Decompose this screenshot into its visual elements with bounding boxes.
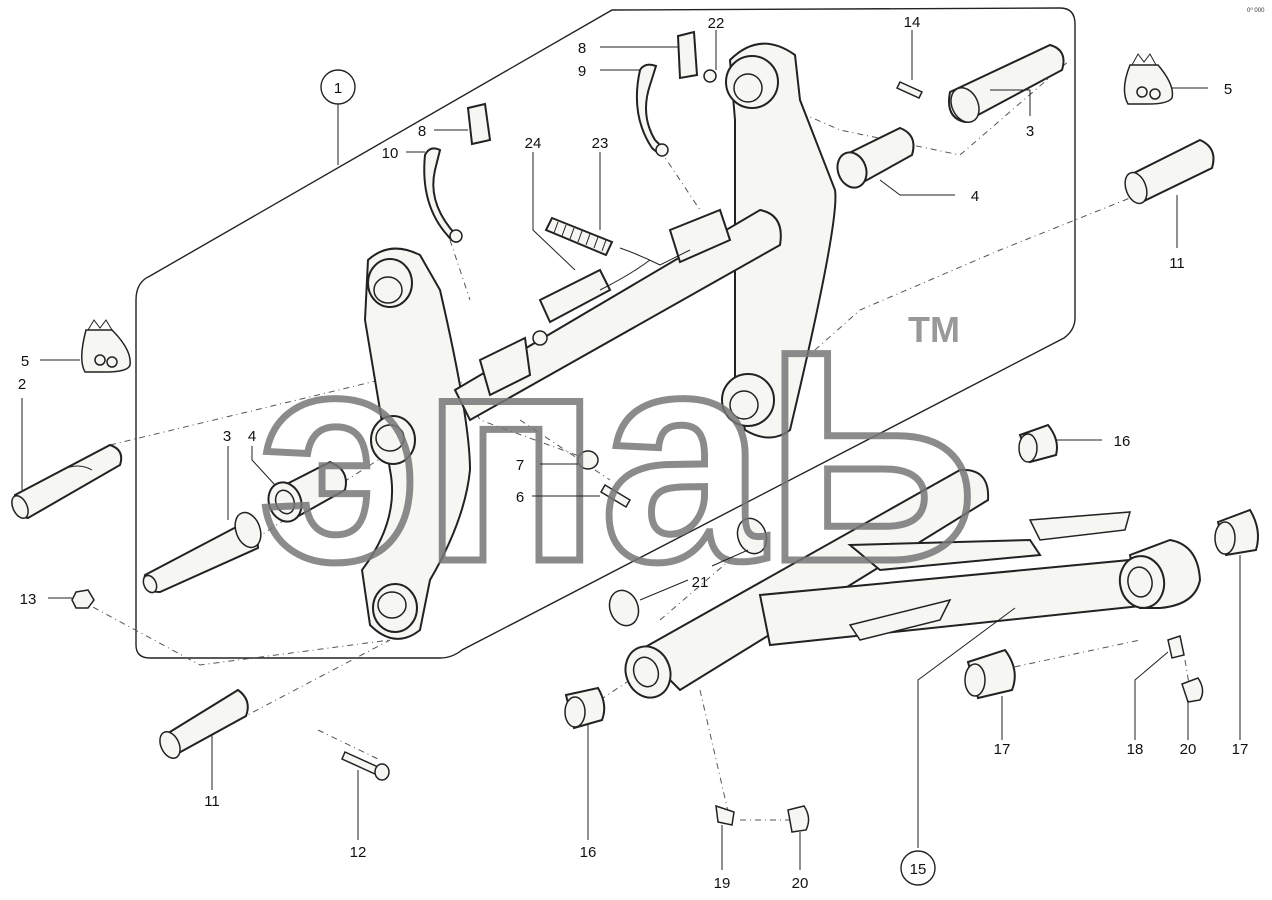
link-plate-right [721, 42, 837, 439]
callout-6: 6 [516, 489, 524, 506]
callout-14: 14 [904, 14, 921, 31]
nut-part-13 [71, 589, 95, 609]
callout-5-left: 5 [21, 353, 29, 370]
callout-24: 24 [525, 135, 542, 152]
callout-20-right: 20 [1180, 741, 1197, 758]
pin-part-3-right [948, 43, 1065, 124]
bushing-part-17-left [964, 648, 1016, 700]
callout-3-right: 3 [1026, 123, 1034, 140]
bushing-part-16-lower [564, 686, 606, 730]
callout-23: 23 [592, 135, 609, 152]
callout-1: 1 [334, 80, 342, 97]
fitting-part-8-left [466, 102, 492, 146]
sleeve-part-11-left [159, 688, 249, 759]
grease-nipple-part-18 [1167, 635, 1185, 659]
bolt-part-12 [341, 751, 390, 781]
callout-15: 15 [910, 861, 927, 878]
parts-bag-icon-left [81, 319, 131, 373]
callout-20-lower: 20 [792, 875, 809, 892]
ring-part-21-upper [736, 517, 768, 555]
grease-nipple-part-19 [715, 804, 735, 826]
callout-16-upper: 16 [1114, 433, 1131, 450]
watermark-text: эпаЬ [258, 288, 978, 624]
watermark: эпаЬ TM [255, 285, 982, 628]
bushing-part-4-left [267, 460, 347, 523]
pin-part-3-left [142, 511, 262, 594]
callout-10: 10 [382, 145, 399, 162]
bushing-part-7 [577, 450, 599, 470]
callout-3-left: 3 [223, 428, 231, 445]
callout-8-right: 8 [578, 40, 586, 57]
callout-5-right: 5 [1224, 81, 1232, 98]
callout-2: 2 [18, 376, 26, 393]
watermark-trademark: TM [908, 309, 960, 350]
callout-19: 19 [714, 875, 731, 892]
callout-labels: 1 2 3 3 4 4 5 5 6 7 8 8 9 10 11 11 12 13… [18, 14, 1249, 892]
link-plate-left [360, 247, 472, 640]
washer-part-22 [703, 69, 717, 83]
callout-circle-1 [320, 69, 356, 105]
callout-8-left: 8 [418, 123, 426, 140]
bushing-part-16-upper [1018, 423, 1058, 464]
callout-12: 12 [350, 844, 367, 861]
ring-part-21-lower [608, 589, 640, 627]
callout-4-right: 4 [971, 188, 979, 205]
assembly-frame [135, 7, 1076, 659]
callout-17-left: 17 [994, 741, 1011, 758]
callout-22: 22 [708, 15, 725, 32]
callout-18: 18 [1127, 741, 1144, 758]
spring-part-23 [544, 216, 614, 257]
hose-part-10 [423, 147, 463, 243]
screw-part-14 [895, 81, 924, 99]
parts-bag-icon-right [1123, 53, 1174, 105]
fitting-part-8-right [676, 30, 699, 80]
callout-9: 9 [578, 63, 586, 80]
callout-13: 13 [20, 591, 37, 608]
pin-part-2 [11, 443, 123, 520]
callout-16-lower: 16 [580, 844, 597, 861]
hose-part-9 [635, 63, 669, 157]
leader-lines [21, 30, 1241, 870]
callout-17-right: 17 [1232, 741, 1249, 758]
bushing-part-4-right [836, 126, 915, 189]
callout-circle-15 [900, 850, 936, 886]
cylinder-assembly [453, 208, 782, 422]
screw-part-6 [599, 483, 632, 509]
corner-code: 0⁰ 000 [1247, 7, 1265, 14]
bushing-part-17-right [1214, 508, 1259, 557]
callout-7: 7 [516, 457, 524, 474]
callout-21: 21 [692, 574, 709, 591]
callout-11-right: 11 [1169, 255, 1185, 272]
callout-11-left: 11 [204, 793, 220, 810]
lower-arm-part-15 [624, 468, 1202, 699]
callout-4-left: 4 [248, 428, 256, 445]
sleeve-part-11-right [1124, 138, 1215, 205]
cap-part-20-right [1181, 677, 1204, 703]
cap-part-20-lower [787, 805, 810, 833]
